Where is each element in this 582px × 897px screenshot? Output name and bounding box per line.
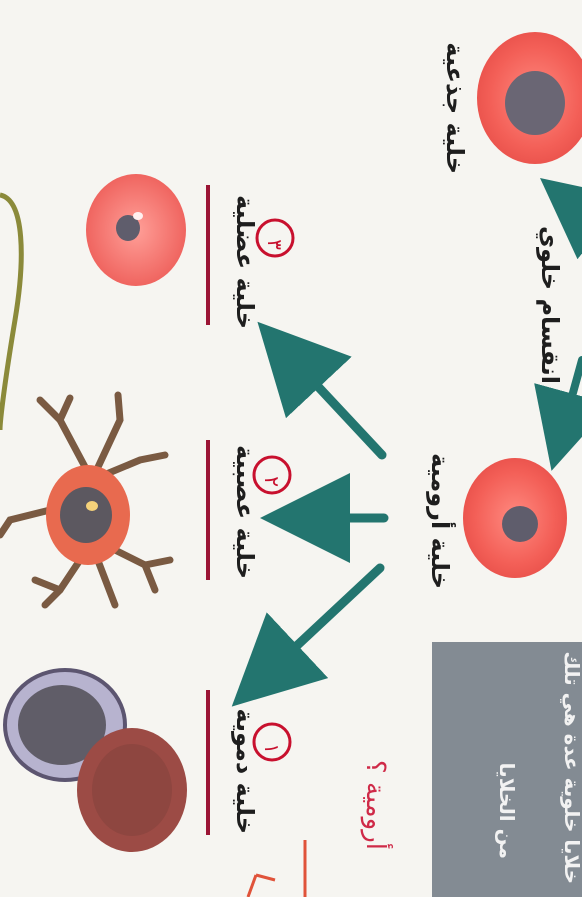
handwritten-arrow	[248, 840, 305, 897]
label-stem-cell: خلية جذعية	[441, 44, 469, 174]
number-blood: ١	[260, 734, 284, 754]
text-box-line-1: من الخلايا	[495, 649, 519, 859]
text-box: من الخلايا خلايا خلوية عدة هي تلك	[432, 642, 582, 897]
label-progenitor-cell: خلية أرومية	[426, 449, 454, 589]
handwritten-note: أرومية ؟	[360, 700, 390, 850]
label-blood-cell: خلية دموية	[231, 694, 259, 834]
blood-cells	[5, 670, 187, 852]
progenitor-cell	[463, 458, 567, 578]
label-cell-division: انقسام خلوي	[536, 244, 564, 384]
stem-cell-top	[477, 32, 582, 164]
number-nerve: ٢	[260, 467, 284, 487]
label-nerve-cell: خلية عصبية	[231, 439, 259, 579]
label-muscle-cell: خلية عضلية	[231, 189, 259, 329]
number-muscle: ٣	[263, 230, 287, 250]
curve-line	[0, 195, 21, 430]
differentiation-arrows	[258, 348, 384, 682]
nerve-cell	[0, 395, 170, 605]
muscle-cell	[86, 174, 186, 286]
text-box-line-2: خلايا خلوية عدة هي تلك	[560, 624, 582, 884]
